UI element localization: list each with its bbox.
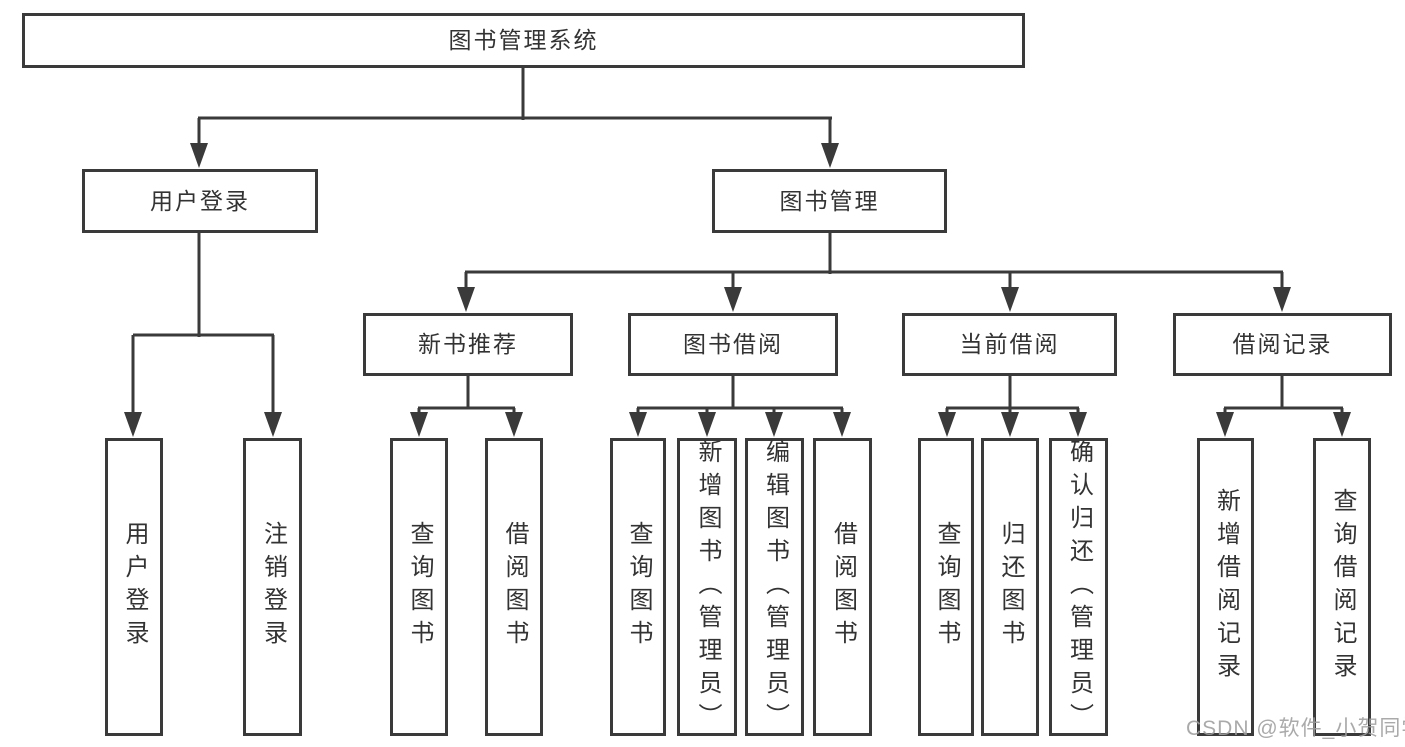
- leaf-recommend-query-books-label: 查询图书: [406, 521, 433, 653]
- leaf-logout: 注销登录: [243, 438, 302, 736]
- node-book-management: 图书管理: [712, 169, 947, 233]
- node-borrowing-records: 借阅记录: [1173, 313, 1392, 376]
- node-user-login: 用户登录: [82, 169, 318, 233]
- node-library-system: 图书管理系统: [22, 13, 1025, 68]
- node-new-book-recommend-label: 新书推荐: [418, 331, 518, 357]
- leaf-user-login-label: 用户登录: [121, 521, 148, 653]
- node-borrowing-records-label: 借阅记录: [1232, 331, 1333, 357]
- leaf-current-return-books: 归还图书: [981, 438, 1039, 736]
- node-book-borrowing: 图书借阅: [628, 313, 838, 376]
- node-library-system-label: 图书管理系统: [448, 27, 599, 53]
- node-current-borrowing-label: 当前借阅: [959, 331, 1060, 357]
- leaf-borrowing-borrow-books-label: 借阅图书: [829, 521, 857, 653]
- leaf-records-add-record: 新增借阅记录: [1197, 438, 1254, 736]
- node-new-book-recommend: 新书推荐: [363, 313, 573, 376]
- leaf-current-confirm-return-admin: 确认归还（管理员）: [1049, 438, 1108, 736]
- leaf-records-add-record-label: 新增借阅记录: [1212, 488, 1240, 686]
- leaf-borrowing-add-books-admin-label: 新增图书（管理员）: [694, 438, 721, 736]
- node-book-borrowing-label: 图书借阅: [683, 331, 783, 357]
- leaf-borrowing-query-books-label: 查询图书: [625, 521, 652, 653]
- node-book-management-label: 图书管理: [779, 187, 880, 214]
- leaf-borrowing-add-books-admin: 新增图书（管理员）: [677, 438, 737, 736]
- leaf-current-query-books-label: 查询图书: [933, 521, 960, 653]
- csdn-watermark: CSDN @软件_小贺同学: [1186, 717, 1405, 740]
- leaf-recommend-query-books: 查询图书: [390, 438, 448, 736]
- leaf-borrowing-edit-books-admin: 编辑图书（管理员）: [745, 438, 804, 736]
- leaf-borrowing-borrow-books: 借阅图书: [813, 438, 872, 736]
- leaf-current-return-books-label: 归还图书: [997, 521, 1024, 653]
- leaf-current-confirm-return-admin-label: 确认归还（管理员）: [1065, 438, 1093, 736]
- leaf-records-query-record-label: 查询借阅记录: [1329, 488, 1356, 686]
- leaf-recommend-borrow-books: 借阅图书: [485, 438, 543, 736]
- leaf-logout-label: 注销登录: [259, 521, 287, 653]
- leaf-records-query-record: 查询借阅记录: [1313, 438, 1371, 736]
- leaf-borrowing-edit-books-admin-label: 编辑图书（管理员）: [761, 438, 789, 736]
- leaf-current-query-books: 查询图书: [918, 438, 974, 736]
- node-current-borrowing: 当前借阅: [902, 313, 1117, 376]
- leaf-recommend-borrow-books-label: 借阅图书: [501, 521, 528, 653]
- leaf-user-login: 用户登录: [105, 438, 163, 736]
- leaf-borrowing-query-books: 查询图书: [610, 438, 666, 736]
- node-user-login-label: 用户登录: [150, 187, 250, 214]
